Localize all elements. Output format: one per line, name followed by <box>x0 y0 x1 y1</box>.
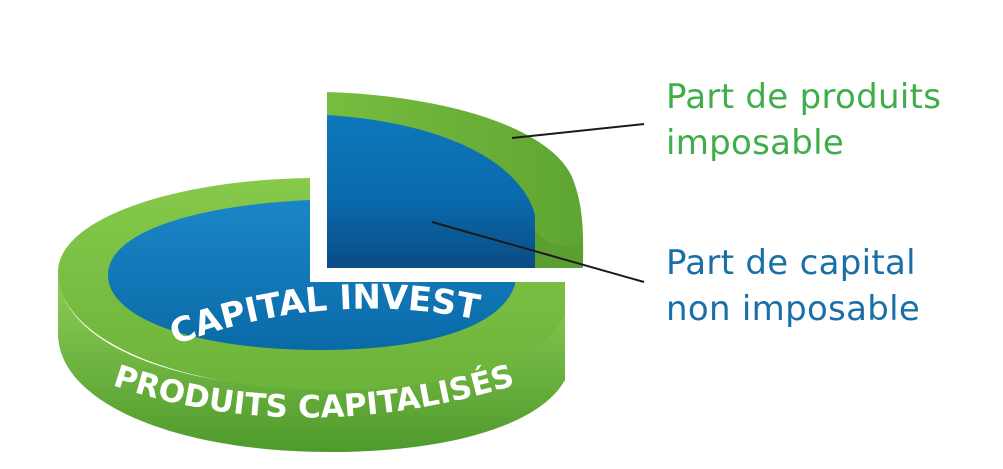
pie-base <box>58 178 565 452</box>
callout-products-line2: imposable <box>666 123 845 163</box>
slice-blue-body <box>327 115 535 268</box>
callout-products-taxable: Part de produits imposable <box>666 74 941 166</box>
leader-line-capital <box>431 221 645 283</box>
callout-products-line1: Part de produits <box>666 77 942 117</box>
pie-top-inner <box>108 200 515 350</box>
slice-green-rim <box>327 92 584 268</box>
slice-green-edge <box>535 230 583 268</box>
callout-capital-nontaxable: Part de capital non imposable <box>666 240 920 332</box>
pie-side-wall <box>58 272 565 452</box>
leader-line-products <box>511 123 645 139</box>
callout-capital-line2: non imposable <box>666 289 921 329</box>
pie-lifted-slice <box>327 92 584 268</box>
callout-capital-line1: Part de capital <box>666 243 916 283</box>
